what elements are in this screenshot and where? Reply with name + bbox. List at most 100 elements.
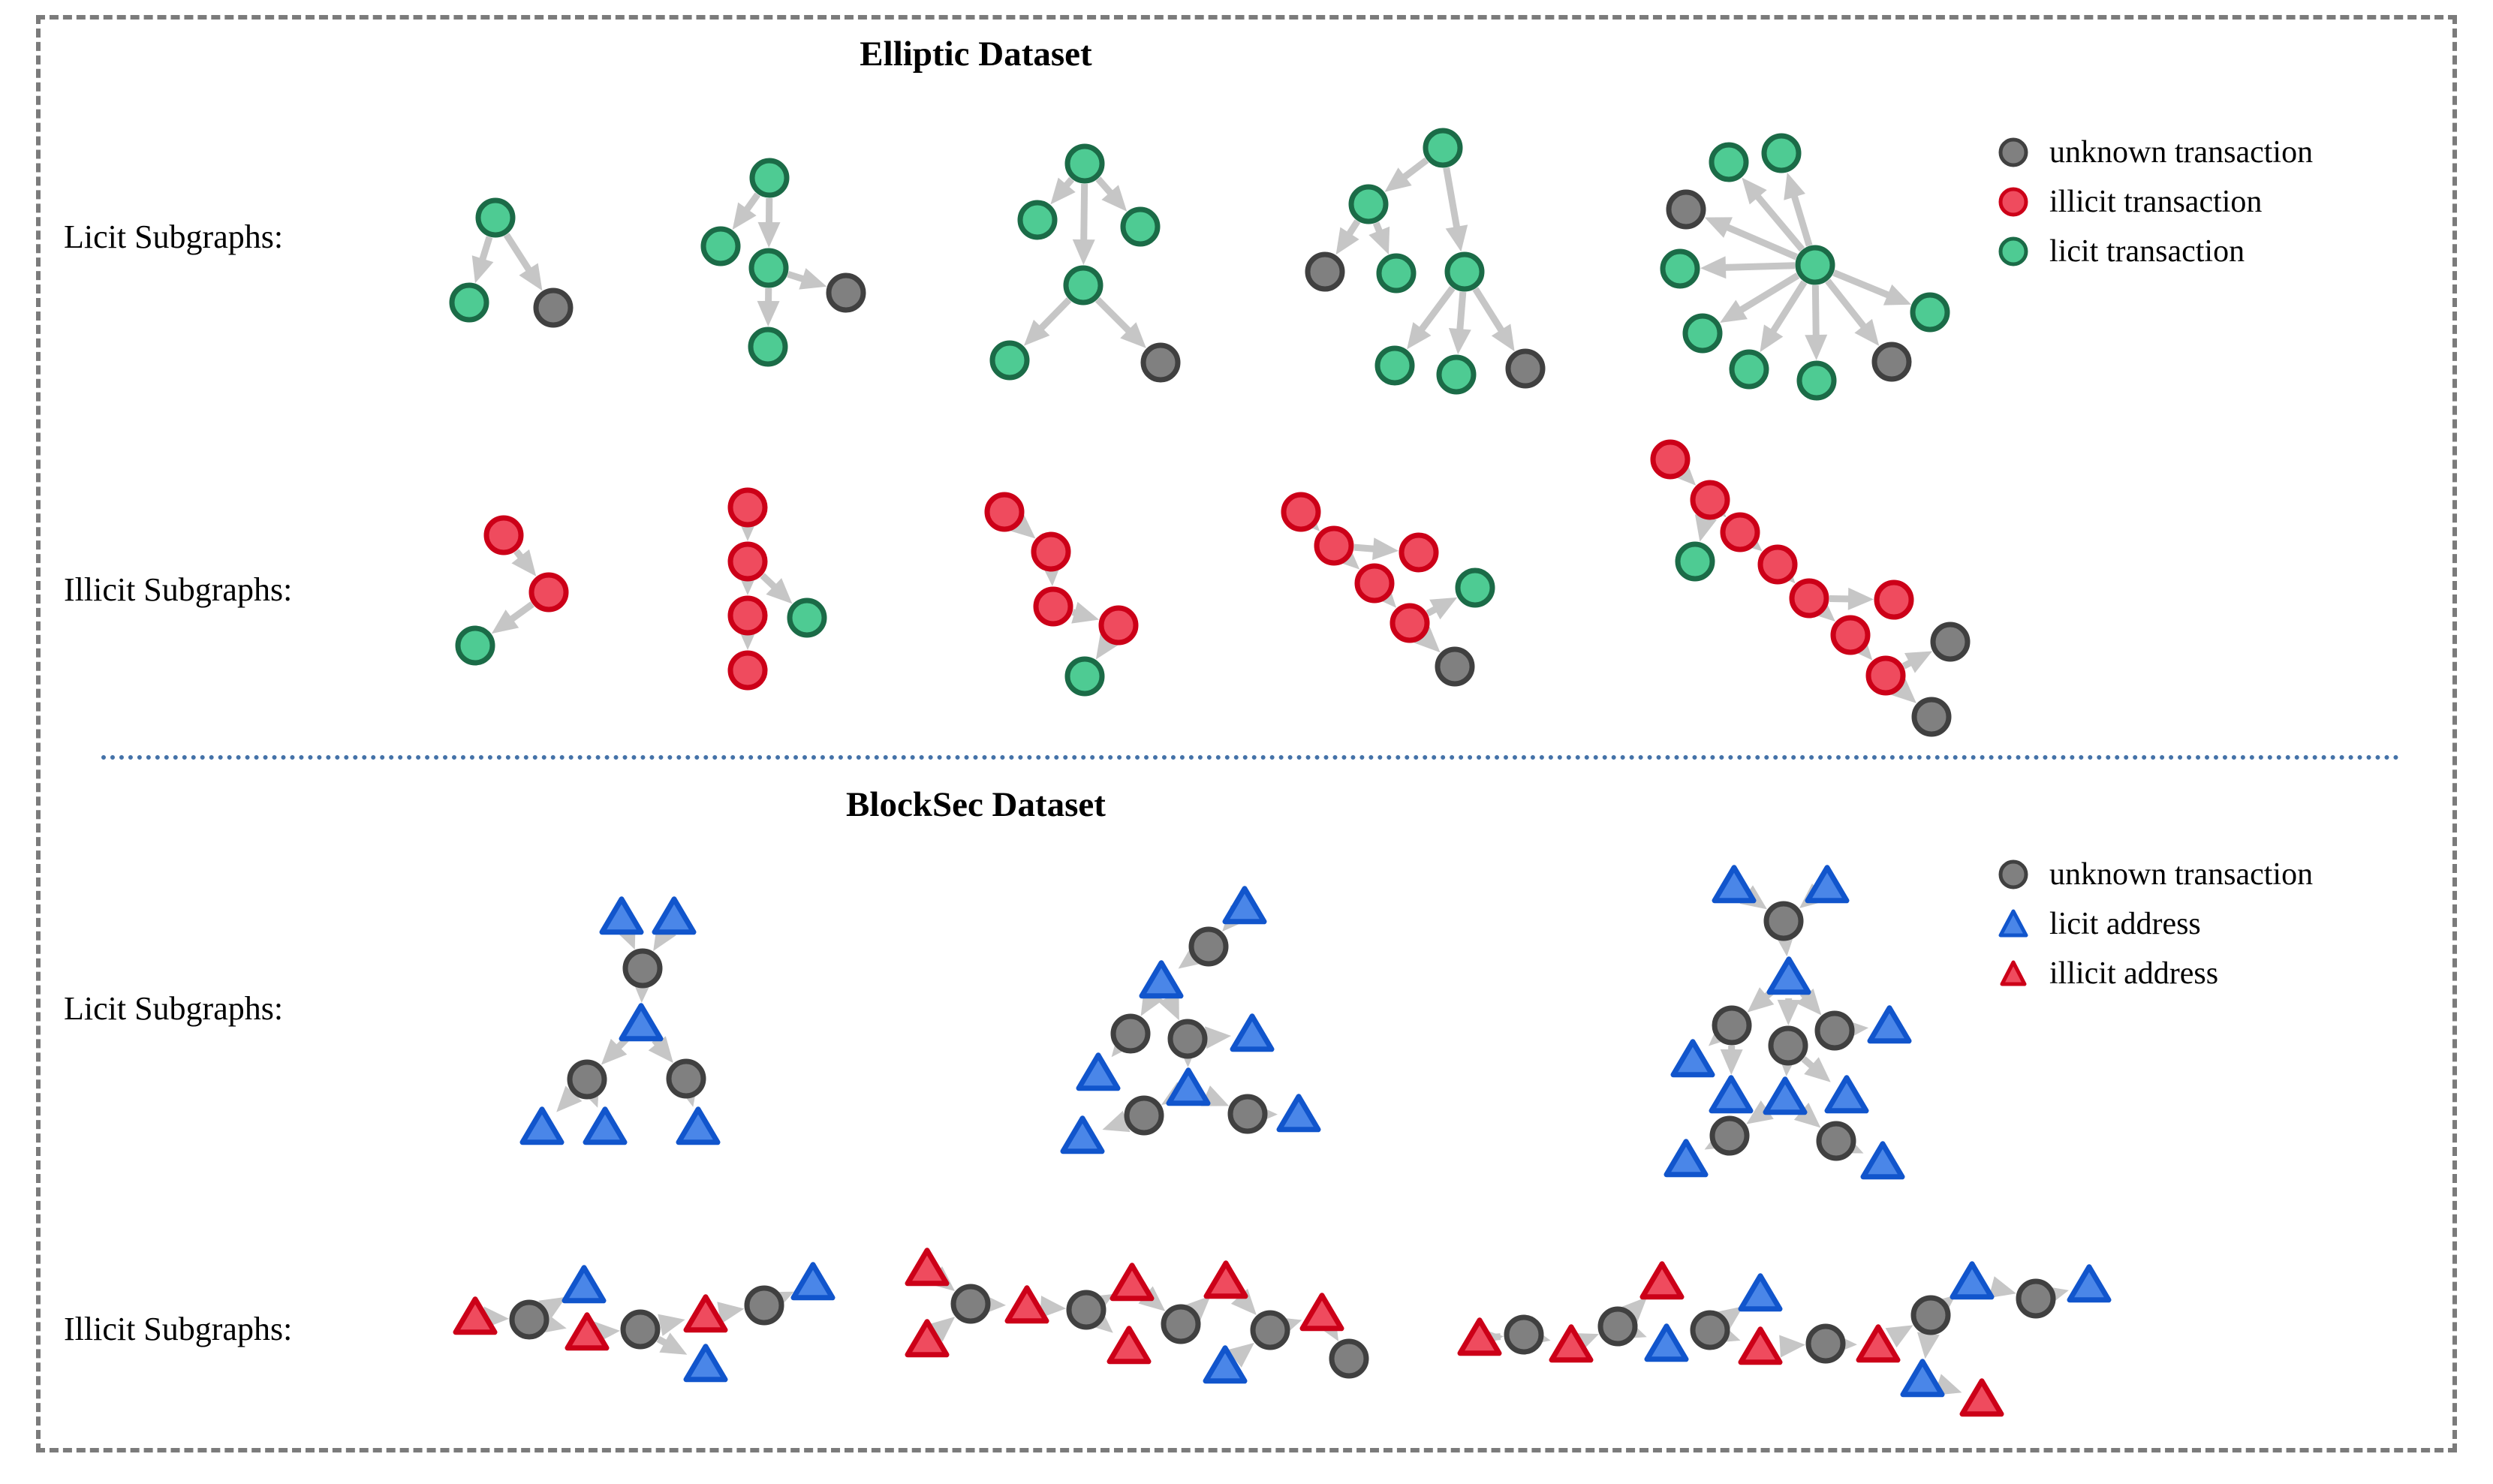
legend-item-licit-transaction: licit transaction bbox=[1997, 227, 2313, 276]
graph-node-unknown bbox=[620, 1309, 661, 1350]
blocksec-section-title: BlockSec Dataset bbox=[846, 785, 1106, 824]
graph-edge bbox=[1722, 222, 1798, 260]
graph-node-licit-addr bbox=[1860, 1141, 1905, 1180]
graph-edge bbox=[1036, 297, 1072, 333]
graph-node-illicit-tx bbox=[727, 541, 768, 582]
graph-node-licit-tx bbox=[1120, 206, 1161, 247]
graph-node-licit-tx bbox=[1064, 656, 1105, 697]
graph-node-unknown bbox=[1690, 1310, 1730, 1350]
legend-label: unknown transaction bbox=[2049, 857, 2314, 892]
legend-label: illicit address bbox=[2049, 956, 2219, 991]
blocksec-illicit-3 bbox=[1457, 1261, 2112, 1417]
graph-node-unknown bbox=[1124, 1095, 1164, 1136]
graph-node-unknown bbox=[950, 1284, 991, 1324]
graph-edge bbox=[1443, 167, 1461, 232]
graph-node-illicit-tx bbox=[1399, 532, 1439, 573]
section-divider bbox=[101, 755, 2400, 760]
graph-edge bbox=[1768, 280, 1808, 336]
graph-edge-arrowhead bbox=[1854, 318, 1880, 346]
elliptic-illicit-1 bbox=[455, 515, 569, 666]
graph-node-unknown bbox=[1140, 342, 1181, 383]
graph-edge-arrowhead bbox=[556, 1085, 583, 1112]
graph-node-licit-tx bbox=[1761, 133, 1802, 173]
graph-node-illicit-addr bbox=[1299, 1293, 1344, 1332]
graph-edge-arrowhead bbox=[766, 578, 793, 604]
graph-node-licit-tx bbox=[989, 340, 1030, 381]
graph-node-illicit-addr bbox=[905, 1319, 950, 1358]
graph-edge-arrowhead bbox=[1407, 322, 1432, 350]
graph-edge-arrowhead bbox=[1368, 226, 1390, 254]
graph-edge bbox=[1417, 285, 1456, 335]
graph-node-illicit-tx bbox=[1789, 578, 1829, 619]
graph-edge-arrowhead bbox=[757, 300, 780, 327]
graph-edge-arrowhead bbox=[1101, 185, 1128, 212]
graph-node-licit-addr bbox=[1276, 1094, 1321, 1133]
graph-edge-arrowhead bbox=[1040, 1296, 1067, 1319]
graph-node-illicit-addr bbox=[1110, 1263, 1155, 1302]
graph-edge-arrowhead bbox=[1885, 1325, 1913, 1348]
graph-node-illicit-tx bbox=[1650, 439, 1691, 480]
graph-node-licit-tx bbox=[700, 226, 741, 266]
graph-node-unknown bbox=[1188, 926, 1229, 967]
graph-edge-arrowhead bbox=[1804, 1057, 1831, 1082]
graph-node-licit-tx bbox=[1910, 292, 1950, 333]
graph-edge-arrowhead bbox=[1372, 537, 1399, 561]
graph-edge-arrowhead bbox=[1071, 601, 1100, 624]
graph-node-illicit-addr bbox=[1203, 1260, 1248, 1299]
blocksec-licit-row-label: Licit Subgraphs: bbox=[64, 990, 284, 1027]
graph-node-licit-tx bbox=[787, 598, 827, 638]
graph-edge-arrowhead bbox=[1429, 597, 1458, 620]
graph-node-licit-addr bbox=[519, 1106, 565, 1145]
graph-node-licit-addr bbox=[1709, 1075, 1754, 1114]
graph-edge bbox=[1472, 287, 1507, 336]
graph-node-licit-tx bbox=[1063, 265, 1103, 306]
graph-edge bbox=[1752, 191, 1805, 252]
elliptic-licit-3 bbox=[989, 143, 1181, 383]
graph-node-illicit-addr bbox=[1004, 1285, 1049, 1324]
graph-node-licit-tx bbox=[748, 248, 789, 288]
graph-node-illicit-tx bbox=[1354, 563, 1395, 604]
graph-edge bbox=[1399, 157, 1429, 182]
elliptic-licit-1 bbox=[449, 197, 574, 328]
graph-node-unknown bbox=[1227, 1094, 1268, 1134]
graph-edge-arrowhead bbox=[1989, 1276, 2016, 1299]
graph-edge bbox=[1825, 278, 1869, 332]
blocksec-licit-1 bbox=[519, 896, 721, 1145]
graph-edge-arrowhead bbox=[1120, 322, 1146, 348]
graph-node-licit-tx bbox=[1423, 128, 1463, 168]
graph-node-licit-addr bbox=[790, 1262, 836, 1301]
elliptic-illicit-4 bbox=[1281, 492, 1495, 687]
graph-edge-arrowhead bbox=[1796, 988, 1822, 1016]
graph-node-licit-tx bbox=[475, 197, 516, 238]
graph-edge-arrowhead bbox=[1023, 319, 1050, 346]
graph-node-illicit-addr bbox=[1856, 1324, 1901, 1363]
blocksec-illicit-2 bbox=[905, 1248, 1369, 1384]
graph-node-licit-addr bbox=[619, 1003, 664, 1042]
graph-node-illicit-tx bbox=[1314, 525, 1354, 566]
graph-node-licit-addr bbox=[683, 1344, 728, 1383]
graph-node-unknown bbox=[1910, 1295, 1951, 1335]
legend-item-illicit-transaction: illicit transaction bbox=[1997, 177, 2313, 227]
graph-node-licit-addr bbox=[1060, 1115, 1105, 1154]
graph-edge-arrowhead bbox=[1742, 177, 1767, 205]
elliptic-illicit-2 bbox=[727, 487, 827, 691]
red-circle-icon bbox=[1997, 185, 2030, 218]
graph-edge-arrowhead bbox=[732, 202, 757, 230]
graph-node-unknown bbox=[1763, 901, 1804, 941]
graph-node-licit-tx bbox=[1795, 245, 1835, 285]
elliptic-illicit-5 bbox=[1650, 439, 1971, 737]
graph-edge-arrowhead bbox=[1889, 678, 1916, 703]
graph-node-unknown bbox=[1329, 1338, 1369, 1379]
graph-node-illicit-addr bbox=[1549, 1324, 1594, 1363]
graph-edge-arrowhead bbox=[1704, 217, 1733, 238]
graph-node-unknown bbox=[567, 1059, 607, 1100]
graph-edge-arrowhead bbox=[1491, 324, 1515, 352]
graph-edge-arrowhead bbox=[1102, 1110, 1131, 1133]
graph-node-unknown bbox=[533, 287, 574, 328]
red-triangle-icon bbox=[1997, 957, 2030, 990]
graph-edge-arrowhead bbox=[1746, 1100, 1774, 1124]
graph-node-licit-addr bbox=[1738, 1273, 1783, 1312]
graph-edge bbox=[1811, 284, 1820, 340]
graph-node-licit-addr bbox=[599, 896, 644, 935]
graph-node-illicit-addr bbox=[905, 1248, 950, 1287]
